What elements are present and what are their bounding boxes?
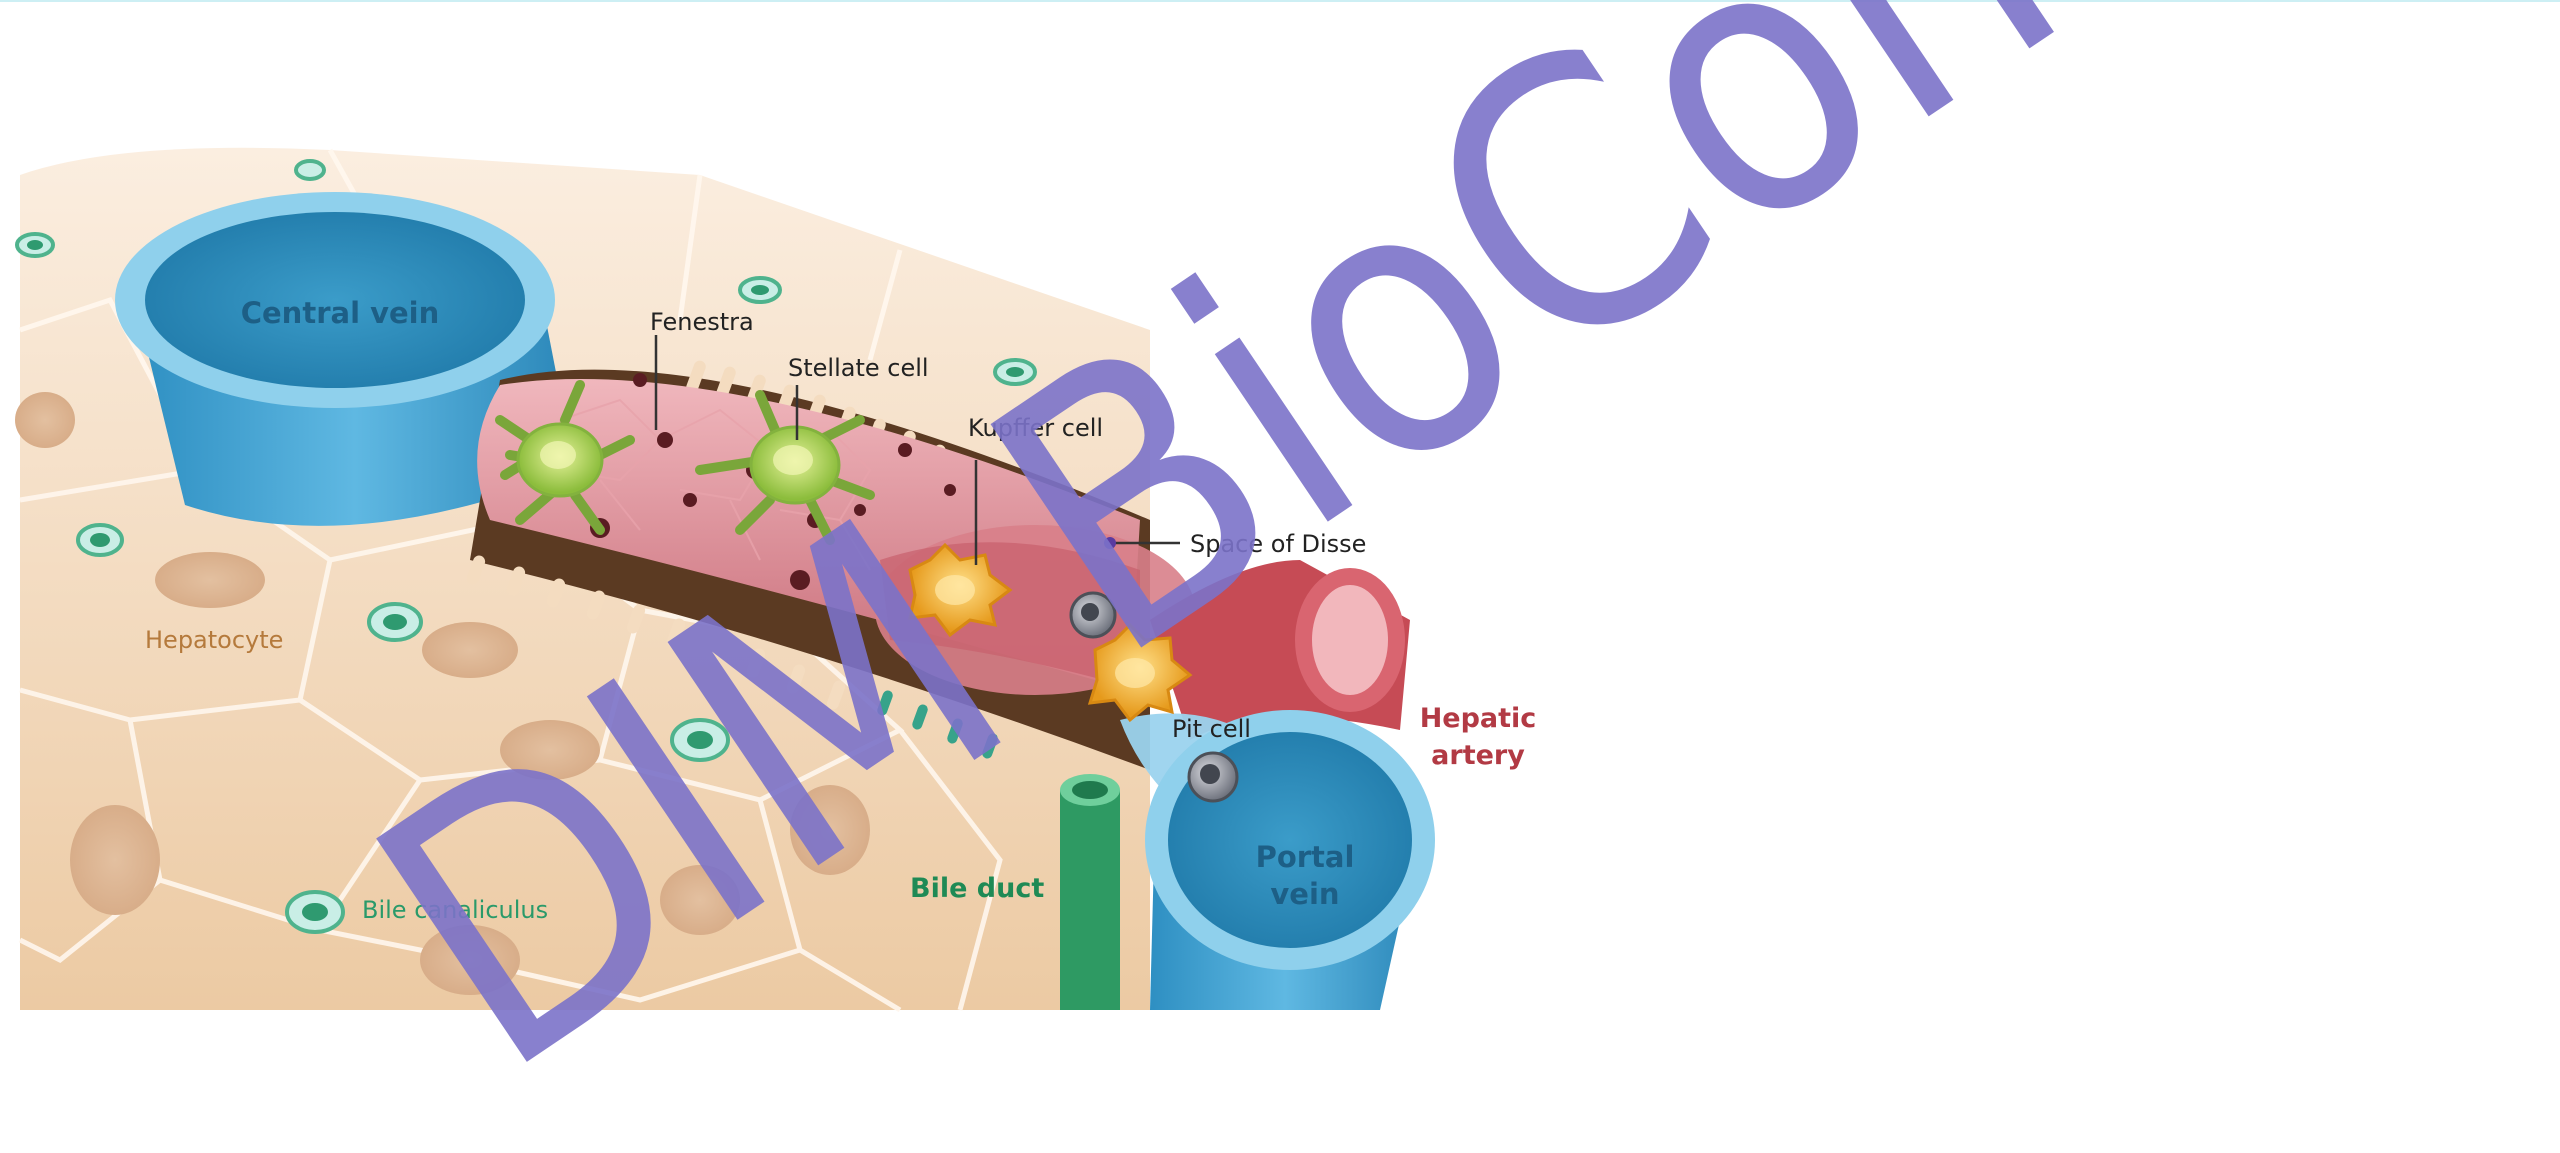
pit-cell-2 <box>1189 753 1237 801</box>
label-hepatocyte: Hepatocyte <box>145 626 283 654</box>
bile-duct <box>1060 774 1120 1010</box>
label-hepatic-artery-2: artery <box>1431 740 1525 771</box>
label-hepatic-artery-1: Hepatic <box>1420 703 1537 734</box>
label-central-vein: Central vein <box>241 296 440 330</box>
label-stellate-cell: Stellate cell <box>788 354 929 382</box>
label-portal-vein-2: vein <box>1270 877 1339 911</box>
label-portal-vein-1: Portal <box>1256 840 1355 874</box>
label-fenestra: Fenestra <box>650 308 754 336</box>
